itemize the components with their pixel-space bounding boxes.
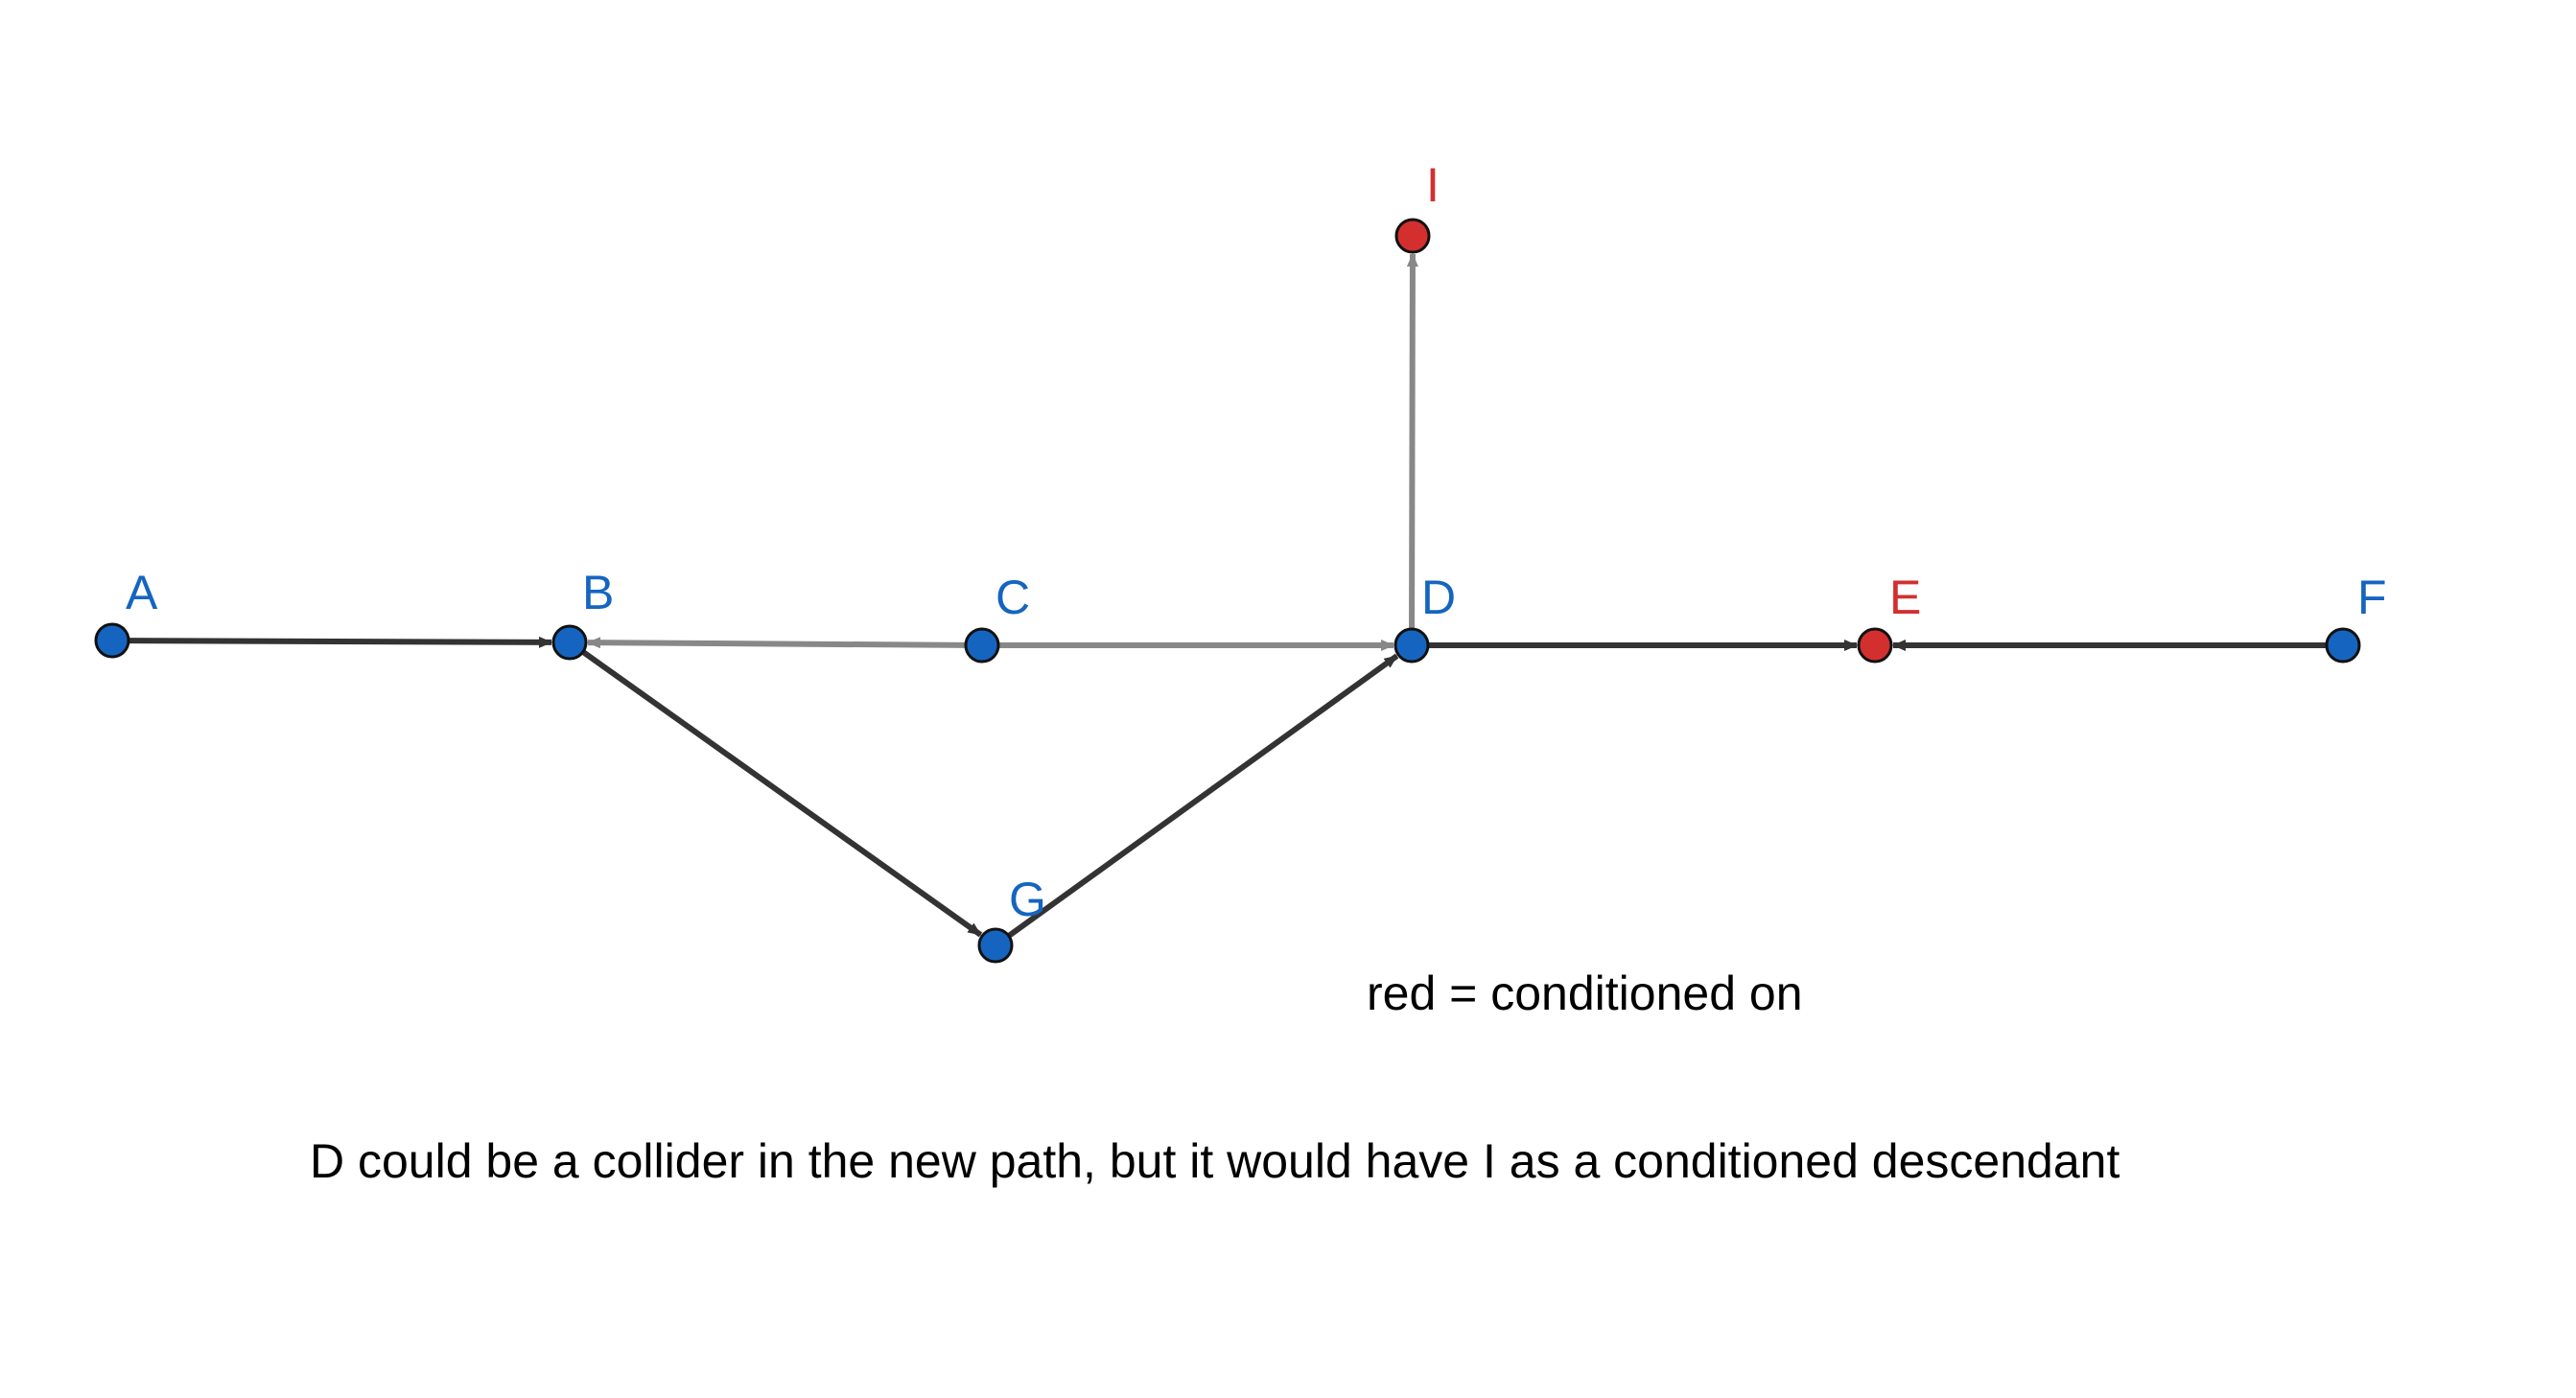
- node-a: [94, 622, 130, 659]
- node-c: [964, 627, 1000, 664]
- node-label-e: E: [1889, 571, 1921, 624]
- edge-a-to-b: [128, 636, 553, 648]
- caption-text: D could be a collider in the new path, b…: [310, 1134, 2119, 1188]
- edge-g-to-d: [1007, 653, 1399, 939]
- node-label-g: G: [1009, 873, 1046, 926]
- node-f: [2325, 627, 2361, 664]
- node-e: [1857, 627, 1893, 664]
- node-d: [1393, 627, 1430, 664]
- legend-text: red = conditioned on: [1367, 967, 1803, 1020]
- node-label-f: F: [2357, 571, 2387, 624]
- edge-d-to-i: [1406, 252, 1418, 630]
- node-b: [551, 624, 588, 661]
- node-label-b: B: [582, 566, 614, 619]
- nodes-layer: [94, 218, 2361, 964]
- node-label-a: A: [126, 566, 158, 619]
- labels-layer: A B C D E F G I: [126, 158, 2387, 926]
- node-label-d: D: [1421, 571, 1456, 624]
- node-g: [977, 927, 1014, 964]
- node-i: [1394, 218, 1431, 254]
- edges-layer: [128, 252, 2327, 939]
- node-label-c: C: [995, 571, 1030, 624]
- node-label-i: I: [1426, 158, 1440, 212]
- edge-b-to-g: [581, 649, 983, 938]
- edge-c-to-b: [586, 637, 967, 649]
